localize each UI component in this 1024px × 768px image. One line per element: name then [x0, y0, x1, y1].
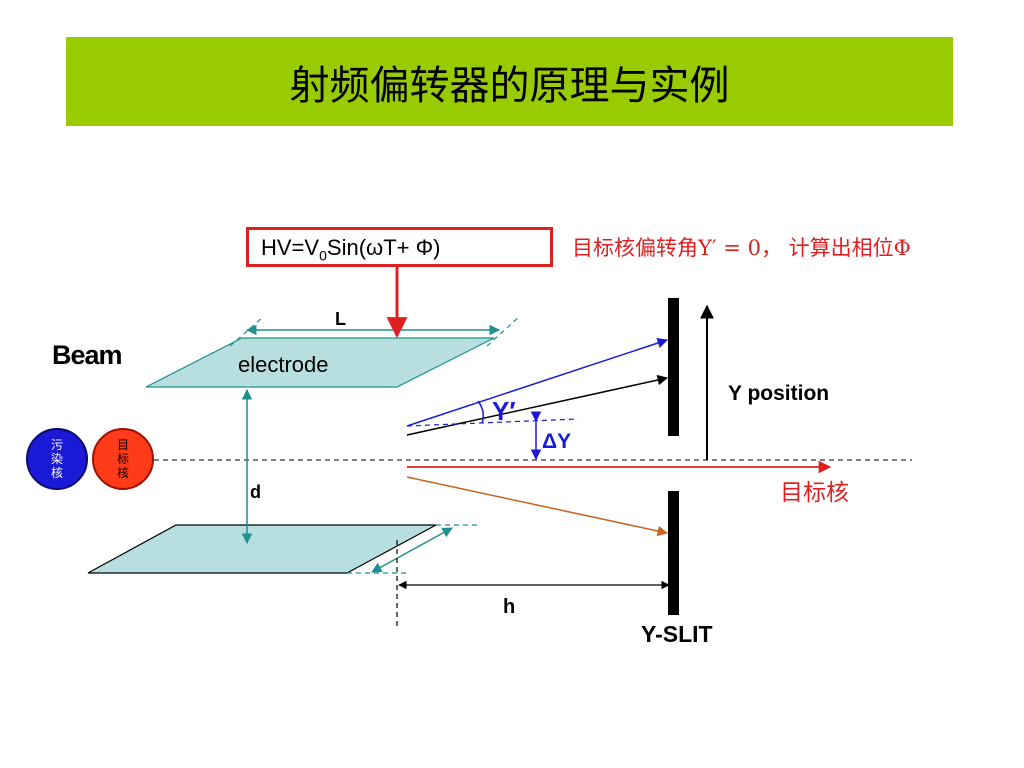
- y-prime-angle-arc: [477, 400, 485, 424]
- page-title: 射频偏转器的原理与实例: [289, 63, 730, 109]
- hv-formula: HV=V0Sin(ωT+ Φ): [261, 235, 440, 263]
- bottom-dim-arrow: [371, 527, 453, 573]
- delta-y-label: ΔY: [542, 430, 571, 453]
- contaminant-char-2: 染: [50, 452, 63, 466]
- beam-label: Beam: [52, 340, 123, 370]
- contaminant-nucleus: 污 染 核: [26, 428, 88, 490]
- hv-formula-subscript: 0: [319, 247, 327, 264]
- deflected-black-ray: [406, 374, 669, 436]
- contaminant-ray: [406, 476, 669, 537]
- y-slit-upper-plate: [668, 298, 679, 436]
- target-nucleus: 目 标 核: [92, 428, 154, 490]
- L-label: L: [335, 309, 346, 329]
- contaminant-char-1: 污: [50, 438, 63, 452]
- y-prime-reference: [406, 418, 579, 427]
- hv-formula-prefix: HV=V: [261, 235, 320, 260]
- contaminant-char-3: 核: [50, 466, 63, 480]
- y-prime-label: Y′: [492, 396, 516, 426]
- top-electrode: [145, 337, 495, 388]
- y-position-label: Y position: [728, 382, 829, 405]
- L-dim-ext-right: [486, 315, 521, 347]
- deflection-note: 目标核偏转角Y′ = 0， 计算出相位Φ: [572, 236, 911, 260]
- target-beam-label: 目标核: [780, 480, 849, 506]
- hv-formula-suffix: Sin(ωT+ Φ): [326, 235, 441, 260]
- target-char-1: 目: [116, 438, 129, 452]
- deflected-blue-ray: [406, 337, 668, 427]
- electrode-label: electrode: [238, 352, 329, 377]
- d-label: d: [250, 482, 261, 502]
- target-char-3: 核: [116, 466, 129, 480]
- y-slit-lower-plate: [668, 491, 679, 615]
- h-label: h: [503, 596, 515, 618]
- target-char-2: 标: [116, 452, 129, 466]
- title-banner: 射频偏转器的原理与实例: [66, 37, 953, 126]
- y-slit-label: Y-SLIT: [641, 621, 713, 647]
- hv-formula-box: HV=V0Sin(ωT+ Φ): [246, 227, 553, 267]
